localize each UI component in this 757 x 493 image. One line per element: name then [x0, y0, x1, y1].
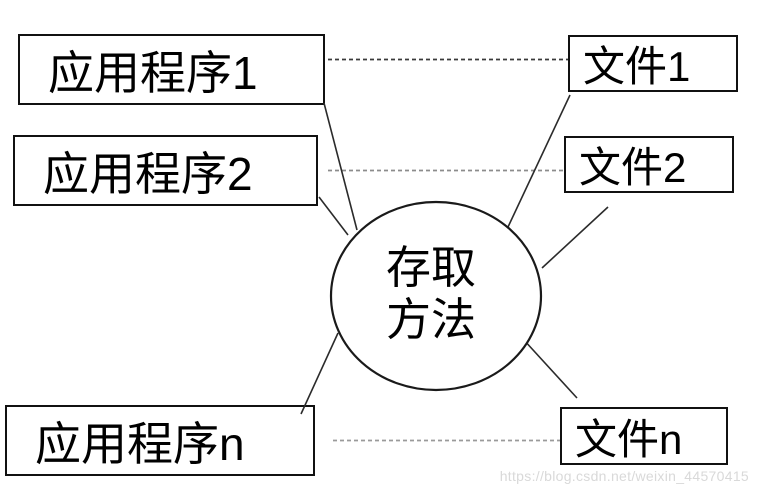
- node-file-1: 文件1: [568, 35, 738, 92]
- link-center-to-filen: [522, 338, 578, 399]
- node-application-n: 应用程序n: [5, 405, 315, 476]
- node-file-n-label: 文件n: [575, 415, 683, 463]
- node-application-2-label: 应用程序2: [43, 147, 253, 200]
- node-file-n: 文件n: [560, 407, 728, 465]
- link-app1-to-center: [323, 102, 358, 231]
- node-application-1: 应用程序1: [18, 34, 325, 105]
- link-file2-to-center: [541, 206, 609, 269]
- access-method-ellipse: [329, 200, 543, 392]
- node-file-1-label: 文件1: [583, 43, 691, 90]
- link-app2-to-center: [318, 196, 349, 236]
- link-center-to-appn: [300, 332, 339, 415]
- access-method-label: 存取 方法: [385, 242, 476, 345]
- link-file1-to-center: [507, 94, 571, 228]
- watermark-url: https://blog.csdn.net/weixin_44570415: [499, 468, 749, 484]
- node-file-2: 文件2: [564, 136, 734, 193]
- node-application-2: 应用程序2: [13, 135, 318, 206]
- node-file-2-label: 文件2: [579, 144, 687, 191]
- node-application-n-label: 应用程序n: [35, 417, 245, 470]
- node-application-1-label: 应用程序1: [48, 46, 258, 99]
